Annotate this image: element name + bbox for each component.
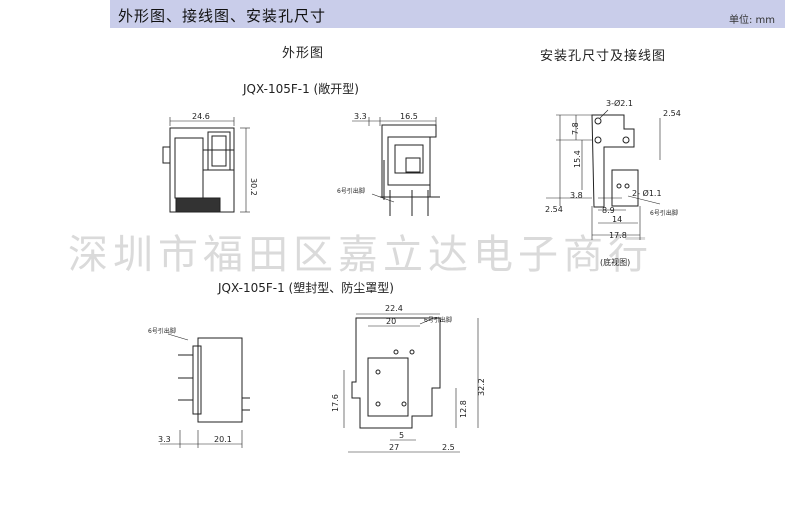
dim-bottom-w-small: 5 bbox=[399, 431, 404, 440]
sealed-side-view bbox=[160, 333, 250, 448]
dim-install-h1: 3.8 bbox=[570, 191, 583, 200]
pin-note-install: 6号引出脚 bbox=[650, 209, 678, 217]
pin-note-bottom: 6号引出脚 bbox=[424, 316, 452, 324]
dim-install-h2: 8.9 bbox=[602, 206, 615, 215]
watermark: 深圳市福田区嘉立达电子商行 bbox=[68, 232, 653, 278]
model-open-label: JQX-105F-1 (敞开型) bbox=[243, 82, 359, 96]
dim-bottom-w2: 20 bbox=[386, 317, 396, 326]
open-front-view bbox=[162, 117, 250, 213]
dim-install-pitch-right: 2.54 bbox=[663, 109, 681, 118]
dim-install-h3: 14 bbox=[612, 215, 622, 224]
install-diagram bbox=[546, 109, 661, 240]
pin-note-open: 6号引出脚 bbox=[337, 187, 365, 195]
dim-install-holes: 3-Ø2.1 bbox=[606, 98, 633, 108]
install-heading: 安装孔尺寸及接线图 bbox=[540, 49, 667, 64]
model-sealed-label: JQX-105F-1 (塑封型、防尘罩型) bbox=[218, 281, 394, 295]
open-side-view bbox=[352, 117, 440, 216]
dim-bottom-h-left: 17.6 bbox=[331, 394, 340, 412]
bottom-view-label: (底视图) bbox=[600, 257, 630, 267]
section-title: 外形图、接线图、安装孔尺寸 bbox=[118, 7, 327, 25]
sealed-bottom-view bbox=[343, 313, 479, 453]
dim-install-left-pitch: 2.54 bbox=[545, 205, 563, 214]
dim-bottom-w1: 22.4 bbox=[385, 304, 403, 313]
dim-bottom-w-edge: 2.5 bbox=[442, 443, 455, 452]
dim-install-v1: 7.8 bbox=[571, 122, 580, 135]
outline-heading: 外形图 bbox=[282, 46, 325, 61]
dim-bottom-w-bottom: 27 bbox=[389, 443, 399, 452]
pin-note-sealed: 6号引出脚 bbox=[148, 327, 176, 335]
dim-install-h4: 17.8 bbox=[609, 231, 627, 240]
dim-side-d1: 3.3 bbox=[354, 112, 367, 121]
dim-install-v2: 15.4 bbox=[573, 150, 582, 168]
dim-bottom-h-right: 32.2 bbox=[477, 378, 486, 396]
section-header: 外形图、接线图、安装孔尺寸 单位: mm bbox=[110, 0, 785, 28]
dim-sealed-d2: 20.1 bbox=[214, 435, 232, 444]
dim-side-d2: 16.5 bbox=[400, 112, 418, 121]
dim-bottom-h-small: 12.8 bbox=[459, 400, 468, 418]
dim-install-pins: 2- Ø1.1 bbox=[632, 188, 662, 198]
dim-sealed-d1: 3.3 bbox=[158, 435, 171, 444]
dim-open-width: 24.6 bbox=[192, 112, 210, 121]
dim-open-height: 30.2 bbox=[249, 178, 258, 196]
unit-label: 单位: mm bbox=[728, 15, 775, 26]
